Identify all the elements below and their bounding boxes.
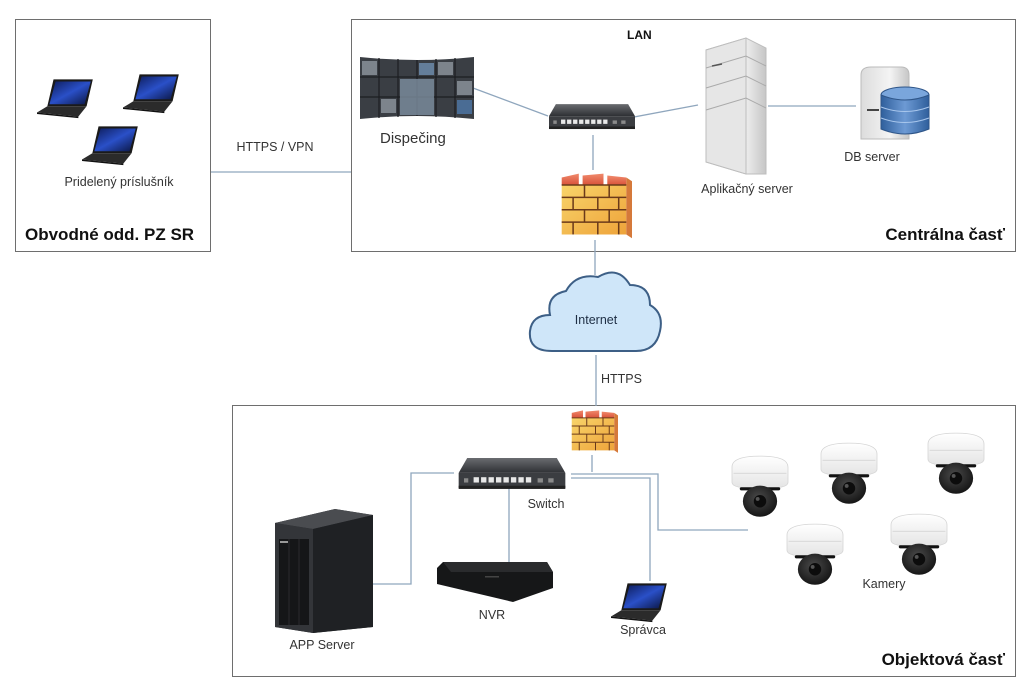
dome-camera-icon <box>880 511 958 581</box>
camera-4 <box>776 521 854 591</box>
https-label: HTTPS <box>601 372 642 386</box>
admin-laptop <box>611 581 673 623</box>
internet-label: Internet <box>574 313 618 327</box>
object-app-server <box>275 505 373 633</box>
cloud-icon <box>528 271 662 352</box>
video-wall-icon <box>360 57 474 119</box>
camera-3 <box>917 430 995 500</box>
laptop-icon <box>123 72 185 114</box>
zone-central-title: Centrálna časť <box>885 225 1005 244</box>
object-switch-label: Switch <box>527 497 565 511</box>
firewall-icon <box>556 170 632 240</box>
server-tower-icon <box>705 37 767 175</box>
database-server-icon <box>860 66 930 140</box>
admin-label: Správca <box>620 623 666 637</box>
central-switch <box>549 104 635 130</box>
object-firewall <box>568 408 618 454</box>
zone-district: Obvodné odd. PZ SR <box>15 19 211 252</box>
nvr-icon <box>437 562 553 602</box>
nvr-label: NVR <box>478 608 506 622</box>
laptop-icon <box>37 77 99 119</box>
cameras-label: Kamery <box>862 577 906 591</box>
zone-object-title: Objektová časť <box>881 650 1005 669</box>
dome-camera-icon <box>917 430 995 500</box>
object-app-server-label: APP Server <box>289 638 355 652</box>
officer-laptop-1 <box>37 77 99 119</box>
officer-laptop-2 <box>123 72 185 114</box>
laptop-icon <box>611 581 673 623</box>
network-switch-icon <box>549 104 635 130</box>
central-app-server-label: Aplikačný server <box>701 182 793 196</box>
firewall-icon <box>568 408 618 454</box>
central-app-server <box>700 37 767 175</box>
camera-1 <box>721 453 799 523</box>
network-switch-icon <box>454 458 570 490</box>
camera-5 <box>880 511 958 581</box>
dispatch-video-wall <box>360 57 474 119</box>
server-tower-icon <box>275 509 373 633</box>
laptop-icon <box>82 124 144 166</box>
dispatch-label: Dispečing <box>380 130 446 147</box>
dome-camera-icon <box>810 440 888 510</box>
lan-label: LAN <box>627 28 652 42</box>
central-firewall <box>556 170 632 240</box>
zone-district-title: Obvodné odd. PZ SR <box>25 225 195 244</box>
object-switch <box>454 458 570 490</box>
https-vpn-label: HTTPS / VPN <box>236 140 314 154</box>
dome-camera-icon <box>776 521 854 591</box>
db-server-label: DB server <box>844 150 900 164</box>
officer-laptop-3 <box>82 124 144 166</box>
officers-label: Pridelený príslušník <box>64 175 174 189</box>
nvr <box>437 562 553 604</box>
camera-2 <box>810 440 888 510</box>
db-server <box>857 65 931 141</box>
internet-cloud: Internet <box>526 265 666 357</box>
dome-camera-icon <box>721 453 799 523</box>
